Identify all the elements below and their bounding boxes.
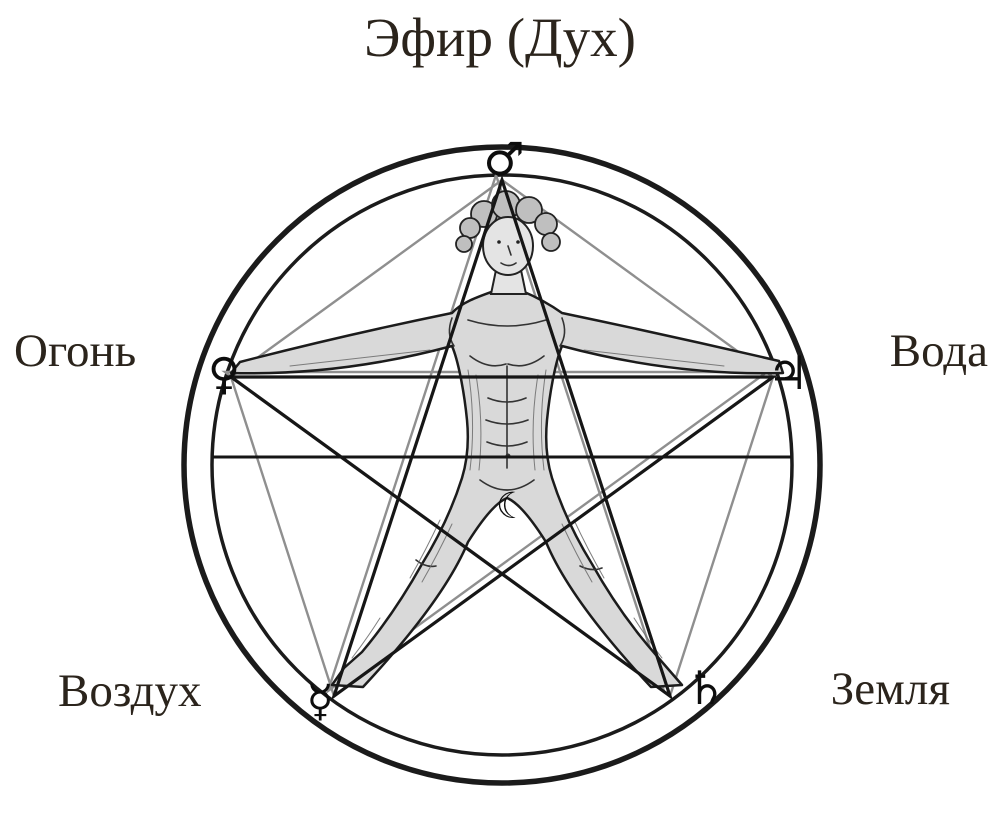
venus-symbol: ♀ <box>208 349 240 400</box>
figure-anatomy-lines <box>415 317 603 571</box>
human-figure <box>229 190 785 689</box>
gray-pentagon-edges <box>229 179 775 697</box>
figure-head <box>482 216 534 276</box>
label-fire: Огонь <box>14 325 137 377</box>
label-water: Вода <box>889 325 988 377</box>
label-ether-spirit: Эфир (Дух) <box>364 7 636 68</box>
saturn-symbol: ♄ <box>685 661 726 715</box>
outer-circle <box>181 144 823 786</box>
moon-symbol: ☾ <box>496 486 528 527</box>
pentagram-star <box>226 174 778 701</box>
figure-body <box>229 289 785 689</box>
mercury-symbol: ☿ <box>306 676 333 727</box>
label-air: Воздух <box>58 665 202 717</box>
figure-hair <box>455 190 561 253</box>
jupiter-symbol: ♃ <box>767 346 808 400</box>
label-earth: Земля <box>830 663 950 715</box>
mars-symbol: ♂ <box>483 132 524 186</box>
